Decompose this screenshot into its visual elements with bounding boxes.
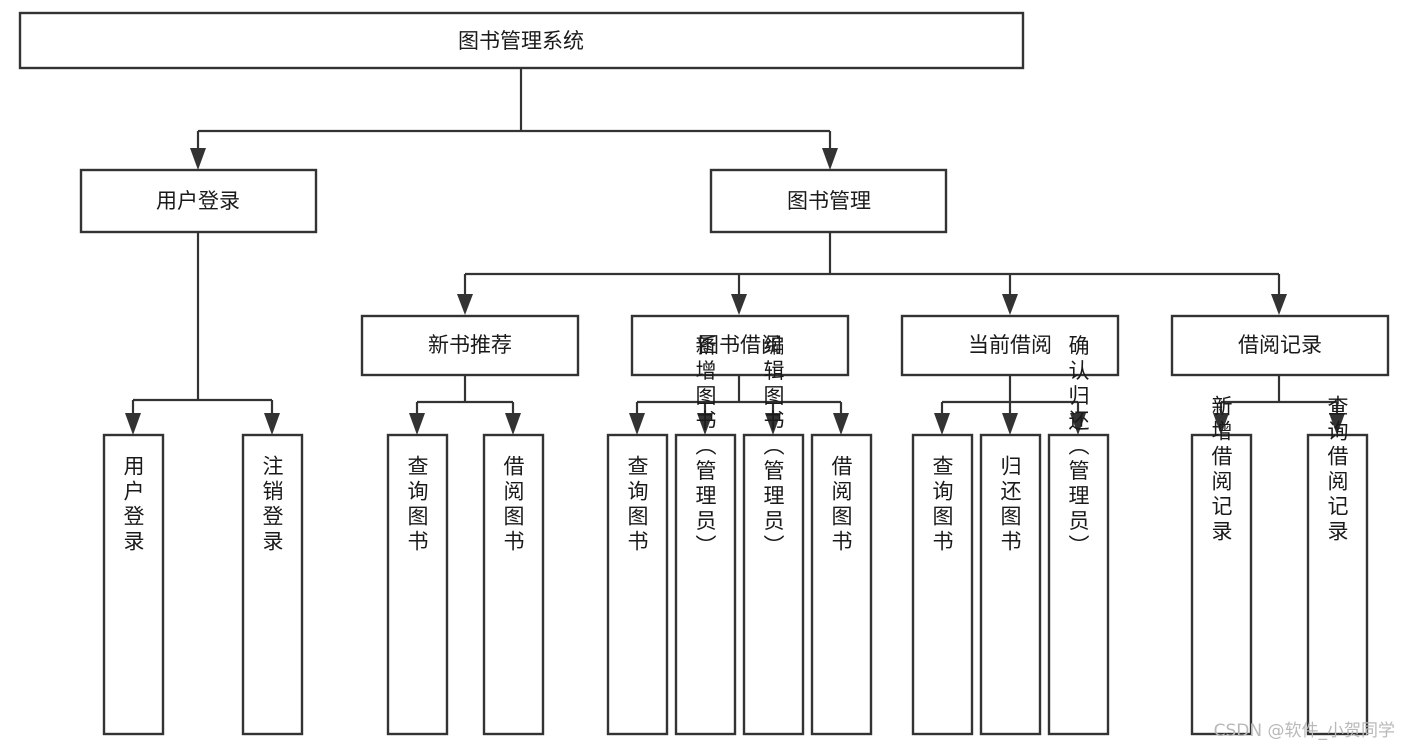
node-leaf-add-book-label: 新增图书（管理员） — [693, 335, 717, 560]
node-user-login-label: 用户登录 — [156, 189, 240, 213]
node-leaf-query-book-3-label: 查询图书 — [930, 455, 954, 555]
arrow-head-book-borrow — [731, 294, 747, 315]
node-root-box[interactable] — [18, 11, 1025, 70]
arrow-head-leaf-add-book — [697, 413, 713, 435]
node-leaf-query-record-label: 查询借阅记录 — [1325, 395, 1349, 545]
connector-group-new-book-recommend — [409, 375, 521, 435]
node-leaf-return-book-label: 归还图书 — [998, 455, 1022, 555]
node-root[interactable]: 图书管理系统 — [18, 11, 1025, 70]
node-leaf-query-record[interactable]: 查询借阅记录 — [1306, 395, 1369, 736]
node-book-manage[interactable]: 图书管理 — [709, 168, 948, 234]
node-current-borrow-box[interactable] — [900, 314, 1120, 377]
node-book-borrow[interactable]: 图书借阅 — [630, 314, 850, 377]
node-leaf-user-logout-box[interactable] — [241, 433, 304, 736]
node-new-book-recommend-box[interactable] — [360, 314, 580, 377]
node-leaf-user-login-label: 用户登录 — [121, 455, 145, 555]
node-borrow-record-box[interactable] — [1170, 314, 1390, 377]
node-root-label: 图书管理系统 — [458, 29, 584, 53]
connector-group-borrow-record — [1213, 375, 1345, 435]
connector-group-book-borrow — [629, 375, 849, 435]
arrow-head-user-login — [190, 148, 206, 170]
node-current-borrow[interactable]: 当前借阅 — [900, 314, 1120, 377]
connector-group-root — [190, 68, 838, 170]
node-leaf-user-login[interactable]: 用户登录 — [102, 433, 165, 736]
node-book-manage-label: 图书管理 — [787, 189, 871, 213]
arrow-head-leaf-borrow-book-1 — [505, 413, 521, 435]
arrow-head-new-book-recommend — [457, 294, 473, 315]
watermark-text: CSDN @软件_小贺同学 — [1213, 721, 1395, 741]
node-leaf-query-book-2[interactable]: 查询图书 — [606, 433, 669, 736]
node-leaf-query-book-1-label: 查询图书 — [405, 455, 429, 555]
node-leaf-borrow-book-2[interactable]: 借阅图书 — [810, 433, 873, 736]
node-leaf-borrow-book-1-box[interactable] — [482, 433, 545, 736]
node-new-book-recommend[interactable]: 新书推荐 — [360, 314, 580, 377]
node-leaf-add-book-box[interactable] — [674, 433, 737, 736]
arrow-head-leaf-user-logout — [264, 413, 280, 435]
arrow-head-leaf-add-record — [1213, 413, 1229, 435]
node-leaf-user-logout-label: 注销登录 — [260, 455, 284, 555]
arrow-head-leaf-query-book-2 — [629, 413, 645, 435]
node-leaf-edit-book-box[interactable] — [742, 433, 805, 736]
node-leaf-confirm-return-label: 确认归还（管理员） — [1066, 335, 1090, 560]
connector-group-current-borrow — [934, 375, 1086, 435]
arrow-head-leaf-query-book-3 — [934, 413, 950, 435]
node-borrow-record-label: 借阅记录 — [1238, 333, 1322, 357]
node-leaf-return-book[interactable]: 归还图书 — [979, 433, 1042, 736]
node-leaf-edit-book-label: 编辑图书（管理员） — [761, 335, 785, 560]
node-current-borrow-label: 当前借阅 — [968, 333, 1052, 357]
node-leaf-user-login-box[interactable] — [102, 433, 165, 736]
node-user-login-box[interactable] — [79, 168, 318, 234]
node-leaf-borrow-book-2-label: 借阅图书 — [829, 455, 853, 555]
node-leaf-add-book[interactable]: 新增图书（管理员） — [674, 335, 737, 736]
arrow-head-leaf-query-book-1 — [409, 413, 425, 435]
node-leaf-confirm-return[interactable]: 确认归还（管理员） — [1047, 335, 1110, 736]
arrow-head-leaf-borrow-book-2 — [833, 413, 849, 435]
node-leaf-add-record-label: 新增借阅记录 — [1209, 395, 1233, 545]
arrow-head-leaf-edit-book — [765, 413, 781, 435]
node-leaf-query-record-box[interactable] — [1306, 433, 1369, 736]
node-leaf-query-book-1[interactable]: 查询图书 — [386, 433, 449, 736]
node-user-login[interactable]: 用户登录 — [79, 168, 318, 234]
node-leaf-user-logout[interactable]: 注销登录 — [241, 433, 304, 736]
node-leaf-add-record[interactable]: 新增借阅记录 — [1190, 395, 1253, 736]
node-borrow-record[interactable]: 借阅记录 — [1170, 314, 1390, 377]
node-leaf-query-book-3-box[interactable] — [911, 433, 974, 736]
node-new-book-recommend-label: 新书推荐 — [428, 333, 512, 357]
node-book-borrow-box[interactable] — [630, 314, 850, 377]
node-leaf-add-record-box[interactable] — [1190, 433, 1253, 736]
node-leaf-confirm-return-box[interactable] — [1047, 433, 1110, 736]
arrow-head-book-manage — [822, 148, 838, 170]
connector-group-user-login — [125, 232, 280, 435]
node-leaf-edit-book[interactable]: 编辑图书（管理员） — [742, 335, 805, 736]
arrow-head-leaf-return-book — [1002, 413, 1018, 435]
node-leaf-query-book-2-box[interactable] — [606, 433, 669, 736]
arrow-head-current-borrow — [1002, 294, 1018, 315]
node-book-manage-box[interactable] — [709, 168, 948, 234]
node-leaf-borrow-book-2-box[interactable] — [810, 433, 873, 736]
node-leaf-borrow-book-1[interactable]: 借阅图书 — [482, 433, 545, 736]
arrow-head-leaf-query-record — [1329, 413, 1345, 435]
arrow-head-leaf-user-login — [125, 413, 141, 435]
node-leaf-borrow-book-1-label: 借阅图书 — [501, 455, 525, 555]
connector-group-book-manage — [457, 232, 1287, 315]
node-leaf-return-book-box[interactable] — [979, 433, 1042, 736]
arrow-head-leaf-confirm-return — [1070, 413, 1086, 435]
node-leaf-query-book-1-box[interactable] — [386, 433, 449, 736]
arrow-head-borrow-record — [1271, 294, 1287, 315]
node-leaf-query-book-2-label: 查询图书 — [625, 455, 649, 555]
node-leaf-query-book-3[interactable]: 查询图书 — [911, 433, 974, 736]
node-book-borrow-label: 图书借阅 — [698, 333, 782, 357]
